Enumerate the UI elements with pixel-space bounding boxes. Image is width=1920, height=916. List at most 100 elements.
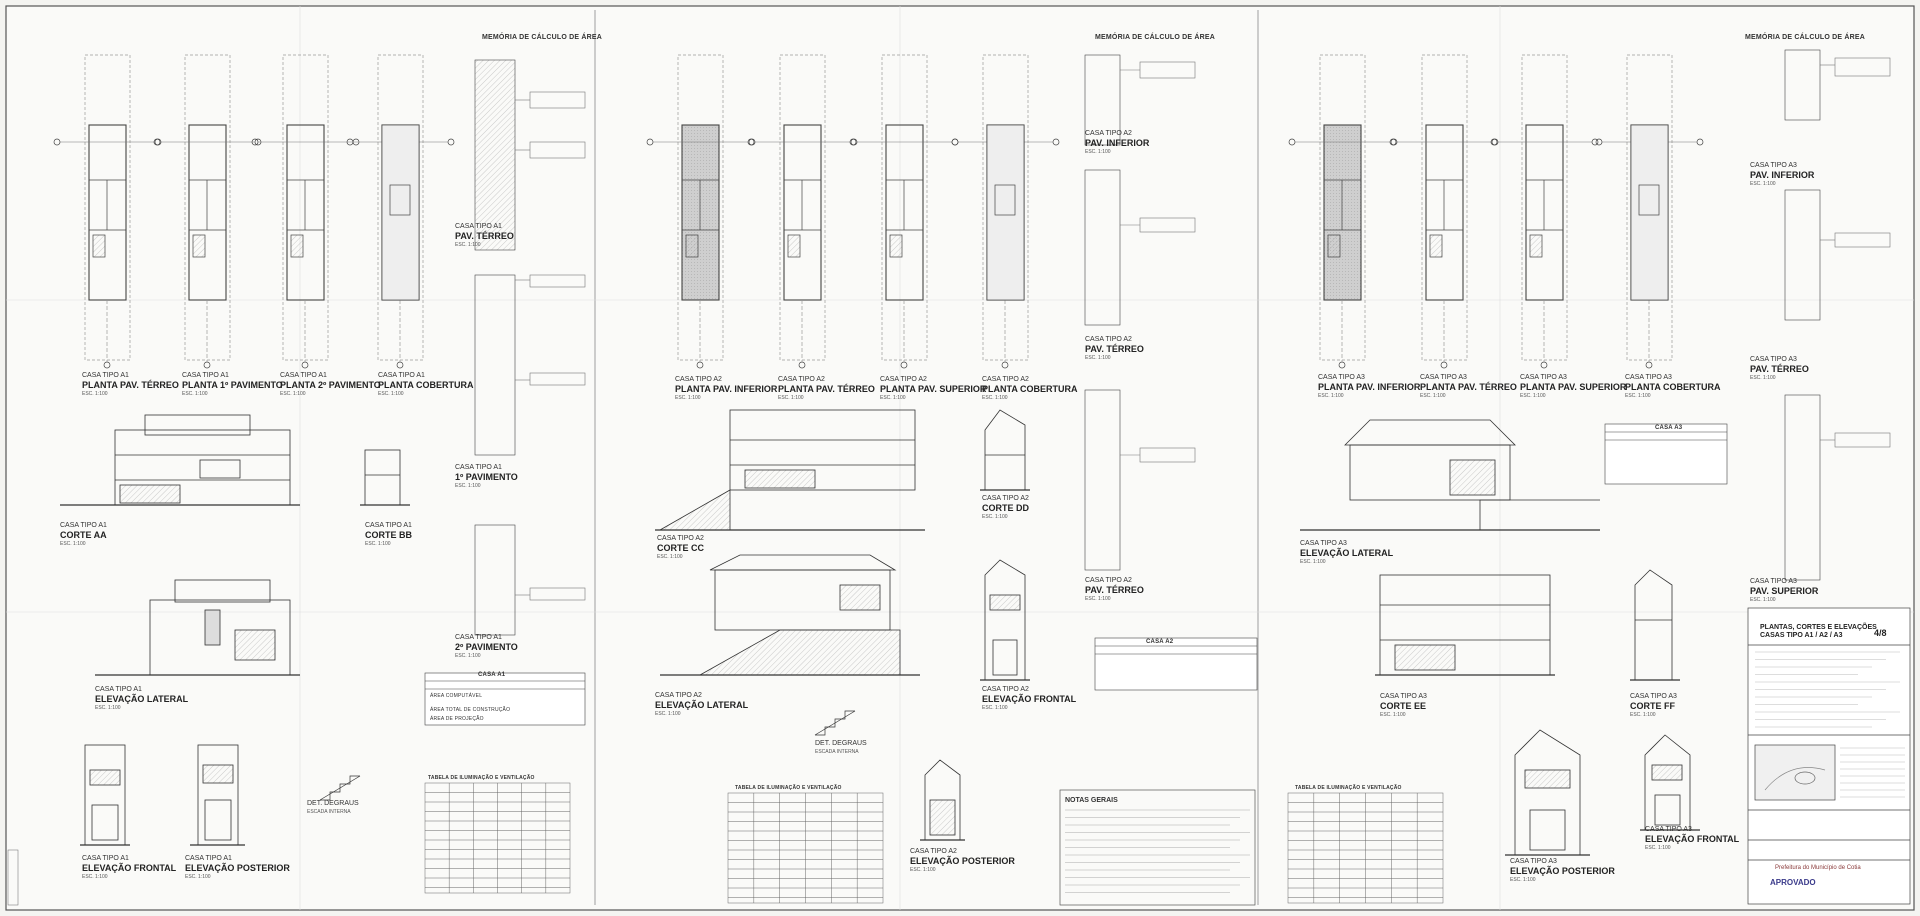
label-a1-degraus-t3: ESCADA INTERNA — [307, 809, 351, 815]
label-a1-1pav-t3: ESC. 1:100 — [182, 391, 208, 397]
title-block-line1: PLANTAS, CORTES E ELEVAÇÕES — [1760, 624, 1877, 631]
label-a3-cob-t2: PLANTA COBERTURA — [1625, 382, 1721, 392]
label-a3-memo-sup-t3: ESC. 1:100 — [1750, 597, 1776, 603]
label-a3-inferior-t2: PLANTA PAV. INFERIOR — [1318, 382, 1421, 392]
label-a2-elev-post-t2: ELEVAÇÃO POSTERIOR — [910, 856, 1015, 866]
label-a3-cob-t1: CASA TIPO A3 — [1625, 374, 1672, 381]
label-a3-corte-ee-t1: CASA TIPO A3 — [1380, 693, 1427, 700]
label-a3-terreo-t3: ESC. 1:100 — [1420, 393, 1446, 399]
label-a1-memo-1pav-t2: 1º PAVIMENTO — [455, 472, 518, 482]
label-a2-memo-terreo2-t3: ESC. 1:100 — [1085, 596, 1111, 602]
label-a1-memo-terreo-t3: ESC. 1:100 — [455, 242, 481, 248]
label-a3-elev-post-t3: ESC. 1:100 — [1510, 877, 1536, 883]
approval-stamp: APROVADO — [1770, 878, 1816, 887]
label-a3-elev-lat-t2: ELEVAÇÃO LATERAL — [1300, 548, 1394, 558]
plan-5 — [748, 54, 857, 369]
label-a2-cob-t1: CASA TIPO A2 — [982, 376, 1029, 383]
vent-table-0 — [424, 782, 571, 894]
label-a3-corte-ee-t2: CORTE EE — [1380, 701, 1427, 711]
label-a1-cob-t2: PLANTA COBERTURA — [378, 380, 474, 390]
a1-area-computavel: ÁREA COMPUTÁVEL — [430, 693, 483, 699]
revision-strip — [7, 849, 19, 906]
label-a1-cob-t3: ESC. 1:100 — [378, 391, 404, 397]
label-a3-elev-front-t1: CASA TIPO A3 — [1645, 826, 1692, 833]
label-a1-corte-bb-t1: CASA TIPO A1 — [365, 522, 412, 529]
table-title-a1: CASA A1 — [478, 672, 506, 678]
label-a3-memo-inf-t3: ESC. 1:100 — [1750, 181, 1776, 187]
label-a2-memo-terreo-t2: PAV. TÉRREO — [1085, 344, 1144, 354]
vent-table-1 — [727, 792, 884, 904]
vent-table-2 — [1287, 792, 1444, 904]
vent-title-a2: TABELA DE ILUMINAÇÃO E VENTILAÇÃO — [735, 785, 842, 791]
a2-elev-posterior-drawing — [920, 759, 965, 841]
label-a3-elev-post-t2: ELEVAÇÃO POSTERIOR — [1510, 866, 1615, 876]
label-a1-1pav-t1: CASA TIPO A1 — [182, 372, 229, 379]
table-title-a3: CASA A3 — [1655, 425, 1683, 431]
label-a3-terreo-t2: PLANTA PAV. TÉRREO — [1420, 382, 1517, 392]
label-a1-memo-1pav-t3: ESC. 1:100 — [455, 483, 481, 489]
label-a3-memo-terreo-t3: ESC. 1:100 — [1750, 375, 1776, 381]
vent-title-a1: TABELA DE ILUMINAÇÃO E VENTILAÇÃO — [428, 775, 535, 781]
sheet-number: 4/8 — [1874, 628, 1887, 638]
ventilation-tables — [424, 782, 1444, 904]
label-a2-corte-dd-t1: CASA TIPO A2 — [982, 495, 1029, 502]
plan-11 — [1595, 54, 1704, 369]
label-a2-inferior-t1: CASA TIPO A2 — [675, 376, 722, 383]
label-a1-cob-t1: CASA TIPO A1 — [378, 372, 425, 379]
a2-corte-cc-drawing — [655, 409, 925, 531]
label-a2-elev-front-t3: ESC. 1:100 — [982, 705, 1008, 711]
label-a1-corte-aa-t2: CORTE AA — [60, 530, 107, 540]
a1-corte-bb-drawing — [360, 449, 410, 506]
label-a1-memo-terreo-t1: CASA TIPO A1 — [455, 223, 502, 230]
label-a1-elev-front-t2: ELEVAÇÃO FRONTAL — [82, 863, 177, 873]
label-a1-memo-1pav-t1: CASA TIPO A1 — [455, 464, 502, 471]
label-a1-terreo-t2: PLANTA PAV. TÉRREO — [82, 380, 179, 390]
a1-elev-posterior-drawing — [190, 744, 245, 846]
label-a2-elev-lat-t2: ELEVAÇÃO LATERAL — [655, 700, 749, 710]
label-a2-memo-inf-t3: ESC. 1:100 — [1085, 149, 1111, 155]
plan-3 — [346, 54, 455, 369]
label-a1-elev-lat-t2: ELEVAÇÃO LATERAL — [95, 694, 189, 704]
label-a1-2pav-t2: PLANTA 2º PAVIMENTO — [280, 380, 381, 390]
label-a2-elev-front-t2: ELEVAÇÃO FRONTAL — [982, 694, 1077, 704]
label-a1-elev-post-t2: ELEVAÇÃO POSTERIOR — [185, 863, 290, 873]
area-memo-diagrams — [474, 49, 1891, 636]
label-a1-memo-2pav-t3: ESC. 1:100 — [455, 653, 481, 659]
a3-elev-frontal-drawing — [1640, 734, 1700, 831]
memo-title-a3: MEMÓRIA DE CÁLCULO DE ÁREA — [1745, 34, 1866, 41]
notes-box — [1059, 789, 1256, 906]
label-a3-corte-ff-t3: ESC. 1:100 — [1630, 712, 1656, 718]
label-a2-elev-lat-t1: CASA TIPO A2 — [655, 692, 702, 699]
label-a2-elev-lat-t3: ESC. 1:100 — [655, 711, 681, 717]
label-a1-terreo-t3: ESC. 1:100 — [82, 391, 108, 397]
label-a2-degraus-t3: ESCADA INTERNA — [815, 749, 859, 755]
label-a3-inferior-t1: CASA TIPO A3 — [1318, 374, 1365, 381]
a3-corte-ee-drawing — [1375, 574, 1555, 676]
label-a2-inferior-t2: PLANTA PAV. INFERIOR — [675, 384, 778, 394]
label-a3-terreo-t1: CASA TIPO A3 — [1420, 374, 1467, 381]
plan-2 — [251, 54, 360, 369]
label-a1-elev-front-t1: CASA TIPO A1 — [82, 855, 129, 862]
label-a1-corte-bb-t3: ESC. 1:100 — [365, 541, 391, 547]
label-a1-elev-front-t3: ESC. 1:100 — [82, 874, 108, 880]
label-a3-memo-terreo-t1: CASA TIPO A3 — [1750, 356, 1797, 363]
label-a3-memo-sup-t1: CASA TIPO A3 — [1750, 578, 1797, 585]
